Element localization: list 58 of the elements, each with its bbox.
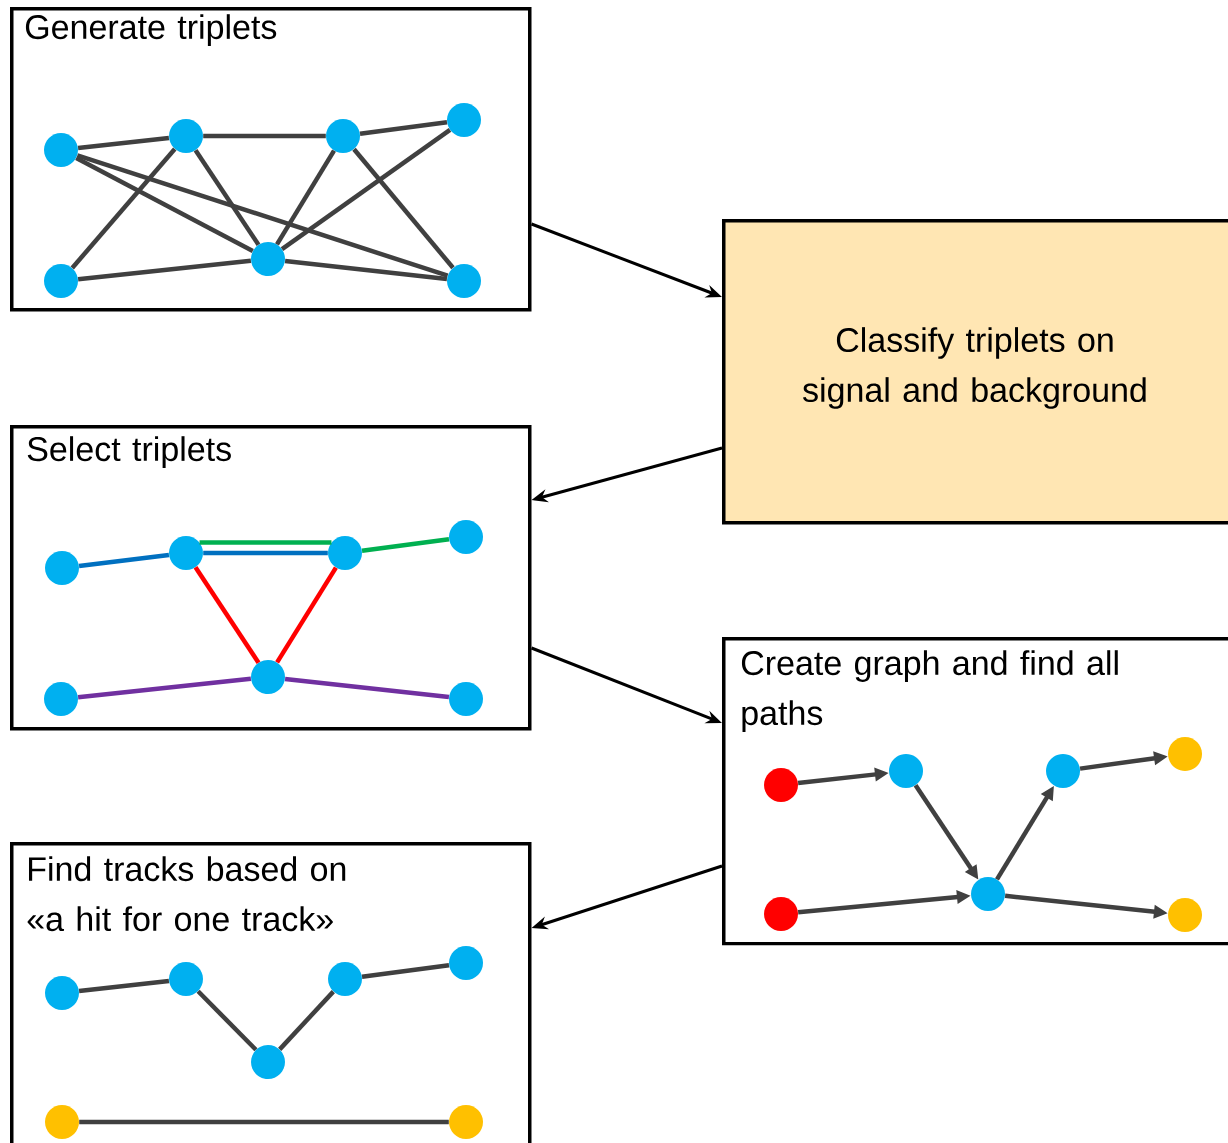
graph-dot [45, 551, 79, 585]
connector-line [193, 566, 261, 664]
panel-box: Find tracks based on «a hit for one track» [10, 842, 532, 1143]
connector-line [361, 963, 450, 979]
panel-box: Generate triplets [10, 7, 532, 312]
connector-line [193, 149, 261, 246]
graph-dot [44, 682, 78, 716]
graph-dot [447, 264, 481, 298]
connector-line [284, 258, 448, 282]
connector-line [76, 153, 449, 278]
graph-dot [169, 119, 203, 153]
connector-line [78, 552, 170, 569]
graph-dot [251, 242, 285, 276]
graph-dot [45, 1105, 79, 1139]
connector-line [275, 566, 338, 664]
connector-line [199, 540, 332, 545]
connector-line [78, 978, 170, 994]
connector-line [203, 550, 328, 556]
graph-dot [764, 897, 798, 931]
connector-line [77, 258, 252, 282]
graph-dot [971, 877, 1005, 911]
graph-dot [44, 133, 78, 167]
connector-line [196, 989, 258, 1052]
panel-box: Create graph and find all paths [722, 637, 1228, 946]
graph-dot [44, 264, 78, 298]
graph-dot [45, 976, 79, 1010]
graph-dot [169, 536, 203, 570]
graph-dot [1046, 754, 1080, 788]
graph-dot [251, 660, 285, 694]
connector-line [361, 537, 450, 553]
graph-dot [326, 119, 360, 153]
graph-dot [328, 962, 362, 996]
graph-dot [1168, 737, 1202, 771]
process-box: Classify triplets on signal and background [722, 219, 1228, 525]
connector-line [79, 1119, 449, 1125]
graph-dot [449, 520, 483, 554]
graph-dot [1168, 898, 1202, 932]
connector-line [359, 120, 448, 136]
graph-dot [449, 1105, 483, 1139]
graph-dot [447, 103, 481, 137]
graph-dot [889, 754, 923, 788]
connector-line [70, 147, 177, 270]
connector-line [275, 149, 336, 246]
connector-line [280, 128, 452, 251]
graph-dot [764, 768, 798, 802]
connector-line [75, 156, 254, 253]
graph-dot [169, 962, 203, 996]
graph-dot [449, 682, 483, 716]
connector-line [278, 990, 335, 1051]
connector-line [203, 133, 326, 139]
connector-line [77, 135, 170, 151]
panel-box: Select triplets [10, 425, 532, 731]
graph-dot [449, 946, 483, 980]
connector-line [352, 147, 455, 270]
graph-dot [328, 536, 362, 570]
connector-line [77, 676, 252, 700]
graph-dot [251, 1045, 285, 1079]
connector-line [284, 676, 450, 700]
